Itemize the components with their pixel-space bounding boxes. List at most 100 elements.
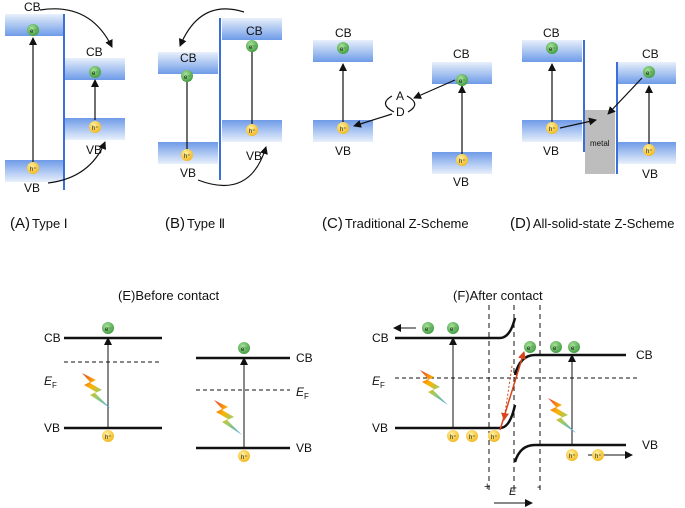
panel-b-hole-left [181, 149, 193, 161]
panel-e-right-hole-label: h⁺ [241, 454, 248, 461]
panel-e-left-light-icon [82, 373, 110, 408]
panel-f-recombination-dashed-arrow [501, 365, 513, 421]
panel-c-vb-left-label: VB [335, 144, 351, 158]
panel-f-electron-5-label: e⁻ [571, 346, 578, 352]
panel-b-cb-right-band [222, 18, 282, 40]
panel-f-left-cb-label: CB [372, 331, 389, 345]
panel-f-electron-1 [422, 322, 434, 334]
panel-c-electron-to-acceptor-arrow [413, 79, 456, 99]
panel-f-electron-3 [524, 341, 536, 353]
panel-b-caption: (B)Type Ⅱ [165, 215, 225, 232]
panel-f-electron-5 [568, 341, 580, 353]
panel-c-donor-to-hole-arrow [353, 113, 393, 128]
panel-d-hole-right-label: h⁺ [646, 148, 653, 155]
panel-a: CB VB CB VB e⁻ e⁻ h⁺ h⁺ (A)Type Ⅰ [5, 0, 125, 232]
panel-e-left-electron [102, 322, 114, 334]
panel-b: CB VB CB VB e⁻ e⁻ h⁺ h⁺ (B)Type Ⅱ [158, 8, 282, 232]
panel-c-donor-label: D [396, 105, 405, 119]
panel-a-hole-transfer-arrow [47, 141, 106, 184]
panel-d-electron-left [546, 42, 558, 54]
panel-c-redox-loop-right [406, 95, 416, 113]
panel-c-acceptor-label: A [396, 89, 404, 103]
panel-a-vb-left-label: VB [24, 181, 40, 195]
panel-c-cb-left-label: CB [335, 26, 352, 40]
panel-a-caption: (A)Type Ⅰ [10, 215, 68, 232]
panel-f-caption: (F)After contact [453, 288, 543, 303]
panel-a-cb-right-label: CB [86, 45, 103, 59]
panel-f-right-vb-label: VB [642, 438, 658, 452]
panel-c-vb-right-label: VB [453, 175, 469, 189]
panel-a-hole-left [27, 162, 39, 174]
panel-c-caption: (C)Traditional Z-Scheme [322, 215, 469, 232]
panel-d-electron-right [643, 66, 655, 78]
panel-f-hole-3-label: h⁺ [491, 434, 498, 441]
panel-e-left-fermi-label: EF [44, 374, 57, 390]
panel-b-hole-left-label: h⁺ [184, 153, 191, 160]
panel-d: metal CB VB CB VB e⁻ e⁻ h⁺ h⁺ (D)All-sol… [510, 26, 676, 232]
panel-f-hole-4 [566, 449, 578, 461]
panel-f-minus-sign: - [537, 481, 541, 493]
panel-a-hole-right-label: h⁺ [92, 125, 99, 132]
panel-f-right-vb-curve [513, 443, 626, 463]
panel-c-electron-left-label: e⁻ [340, 47, 347, 53]
panel-c-hole-left-label: h⁺ [340, 126, 347, 133]
panel-c-cb-right-label: CB [453, 47, 470, 61]
panel-d-cb-left-label: CB [543, 26, 560, 40]
panel-a-electron-left [27, 24, 39, 36]
panel-d-hole-to-metal-arrow [559, 117, 597, 129]
panel-c-electron-right-label: e⁻ [459, 79, 466, 85]
panel-a-electron-left-label: e⁻ [30, 29, 37, 35]
panel-f-field-label: E [509, 486, 517, 498]
panel-f-hole-2-label: h⁺ [469, 434, 476, 441]
panel-a-electron-right-label: e⁻ [92, 71, 99, 77]
panel-b-cb-left-label: CB [180, 51, 197, 65]
panel-b-hole-right-label: h⁺ [249, 128, 256, 135]
panel-b-cb-left-band [158, 52, 218, 74]
panel-e-caption: (E)Before contact [118, 288, 220, 303]
panel-e-left-vb-label: VB [44, 421, 60, 435]
panel-f-right-cb-curve [513, 353, 626, 376]
panel-e-right-light-icon [214, 400, 242, 435]
panel-f-left-vb-curve [395, 404, 517, 430]
panel-e-left-electron-label: e⁻ [105, 327, 112, 333]
panel-f-hole-1 [447, 430, 459, 442]
panel-d-vb-right-label: VB [642, 167, 658, 181]
panel-f-electron-1-label: e⁻ [425, 327, 432, 333]
panel-f-right-light-icon [548, 398, 576, 433]
panel-b-electron-right [246, 40, 258, 52]
panel-f-left-vb-label: VB [372, 421, 388, 435]
panel-a-cb-left-label: CB [24, 0, 41, 14]
panel-e-left-hole-label: h⁺ [105, 434, 112, 441]
panel-f-hole-3 [488, 430, 500, 442]
panel-d-electron-right-label: e⁻ [646, 71, 653, 77]
panel-b-cb-right-label: CB [246, 24, 263, 38]
panel-c-hole-left [337, 122, 349, 134]
panel-b-hole-transfer-arrow [197, 146, 268, 187]
panel-a-vb-right-label: VB [86, 143, 102, 157]
panel-f-electron-4 [550, 341, 562, 353]
panel-b-electron-left [181, 70, 193, 82]
panel-b-hole-right [246, 124, 258, 136]
panel-e-right-vb-label: VB [296, 441, 312, 455]
panel-c-redox-loop-left [384, 95, 395, 113]
panel-c-hole-right-label: h⁺ [459, 158, 466, 165]
panel-d-hole-left [546, 122, 558, 134]
panel-b-vb-right-label: VB [246, 149, 262, 163]
panel-e-right-cb-label: CB [296, 351, 313, 365]
panel-e-right-fermi-label: EF [296, 385, 309, 401]
panel-d-metal-label: metal [590, 139, 610, 148]
panel-c: CB VB CB VB A D e⁻ e⁻ h⁺ h⁺ (C)Tradition… [313, 26, 492, 232]
panel-c-cb-right-band [432, 62, 492, 84]
panel-f-hole-5-label: h⁺ [595, 453, 602, 460]
panel-a-hole-left-label: h⁺ [30, 166, 37, 173]
panel-e-right-electron [238, 342, 250, 354]
panel-e-right-hole [238, 450, 250, 462]
panel-a-hole-right [89, 121, 101, 133]
panel-f: (F)After contact CB VB EF CB VB e⁻ e⁻ e⁻ [372, 288, 658, 507]
panel-f-electron-3-label: e⁻ [527, 346, 534, 352]
panel-f-right-cb-label: CB [636, 348, 653, 362]
panel-c-electron-right [456, 74, 468, 86]
panel-f-left-cb-curve [395, 317, 517, 340]
